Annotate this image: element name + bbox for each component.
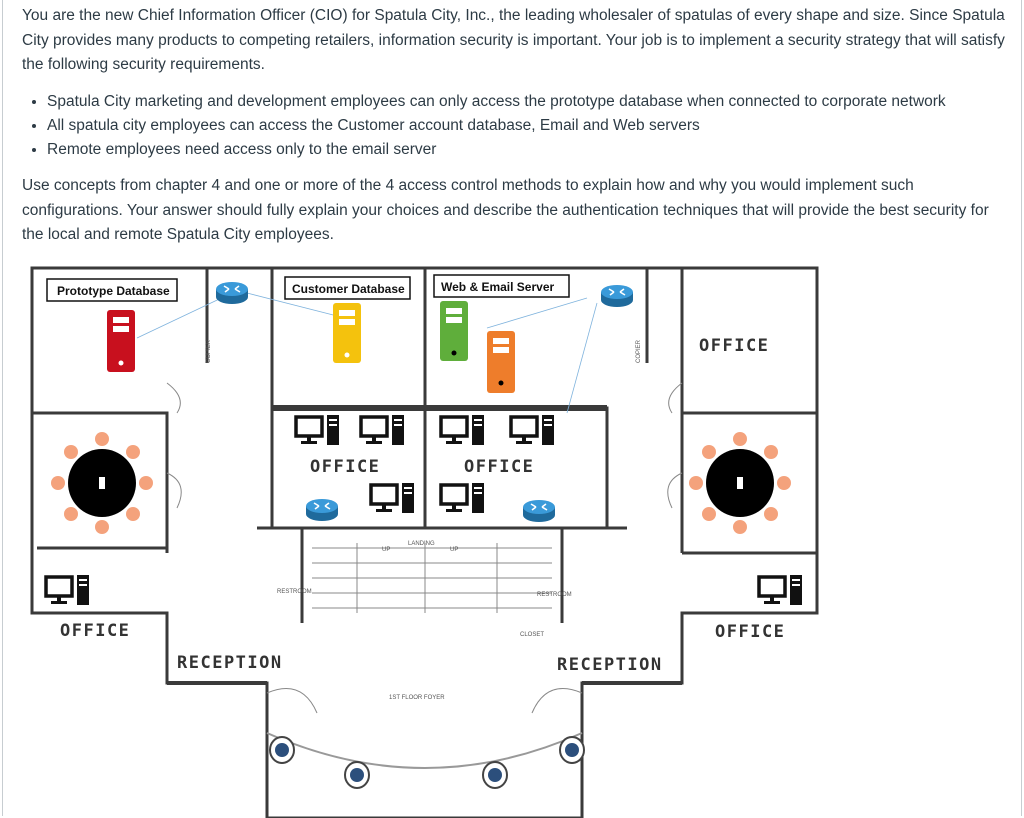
label-web-email-server: Web & Email Server bbox=[441, 280, 554, 294]
server-icon bbox=[440, 301, 468, 361]
router-icon bbox=[215, 281, 249, 305]
intro-paragraph: You are the new Chief Information Office… bbox=[22, 7, 1005, 73]
router-icon bbox=[522, 499, 556, 523]
room-label: OFFICE bbox=[699, 336, 769, 356]
server-icon bbox=[107, 310, 135, 372]
room-label: OFFICE bbox=[60, 621, 130, 641]
small-label: UP bbox=[450, 547, 458, 553]
requirement-item: Spatula City marketing and development e… bbox=[47, 90, 1007, 114]
small-label: UP bbox=[382, 547, 390, 553]
room-label: OFFICE bbox=[715, 622, 785, 642]
small-label: CLOSET bbox=[520, 632, 544, 638]
small-label: RESTROOM bbox=[537, 592, 572, 598]
floor-plan-image: Prototype Database Customer Database Web… bbox=[27, 263, 823, 818]
room-label: RECEPTION bbox=[557, 655, 663, 675]
small-label: COPIER bbox=[206, 339, 212, 363]
server-icon bbox=[333, 303, 361, 363]
requirement-item: Remote employees need access only to the… bbox=[47, 138, 1007, 162]
label-customer-database: Customer Database bbox=[292, 282, 405, 296]
small-label: RESTROOM bbox=[277, 589, 312, 595]
label-prototype-database: Prototype Database bbox=[57, 284, 170, 298]
server-icon bbox=[487, 331, 515, 393]
router-icon bbox=[305, 498, 339, 522]
room-label: OFFICE bbox=[464, 457, 534, 477]
small-label: LANDING bbox=[408, 541, 435, 547]
question-text: You are the new Chief Information Office… bbox=[22, 4, 1007, 248]
instructions-paragraph: Use concepts from chapter 4 and one or m… bbox=[22, 177, 989, 244]
small-label: COPIER bbox=[636, 339, 642, 363]
room-label: RECEPTION bbox=[177, 653, 283, 673]
requirement-item: All spatula city employees can access th… bbox=[47, 114, 1007, 138]
room-label: OFFICE bbox=[310, 457, 380, 477]
requirements-list: Spatula City marketing and development e… bbox=[22, 90, 1007, 163]
router-icon bbox=[600, 284, 634, 308]
small-label: 1ST FLOOR FOYER bbox=[389, 695, 445, 701]
